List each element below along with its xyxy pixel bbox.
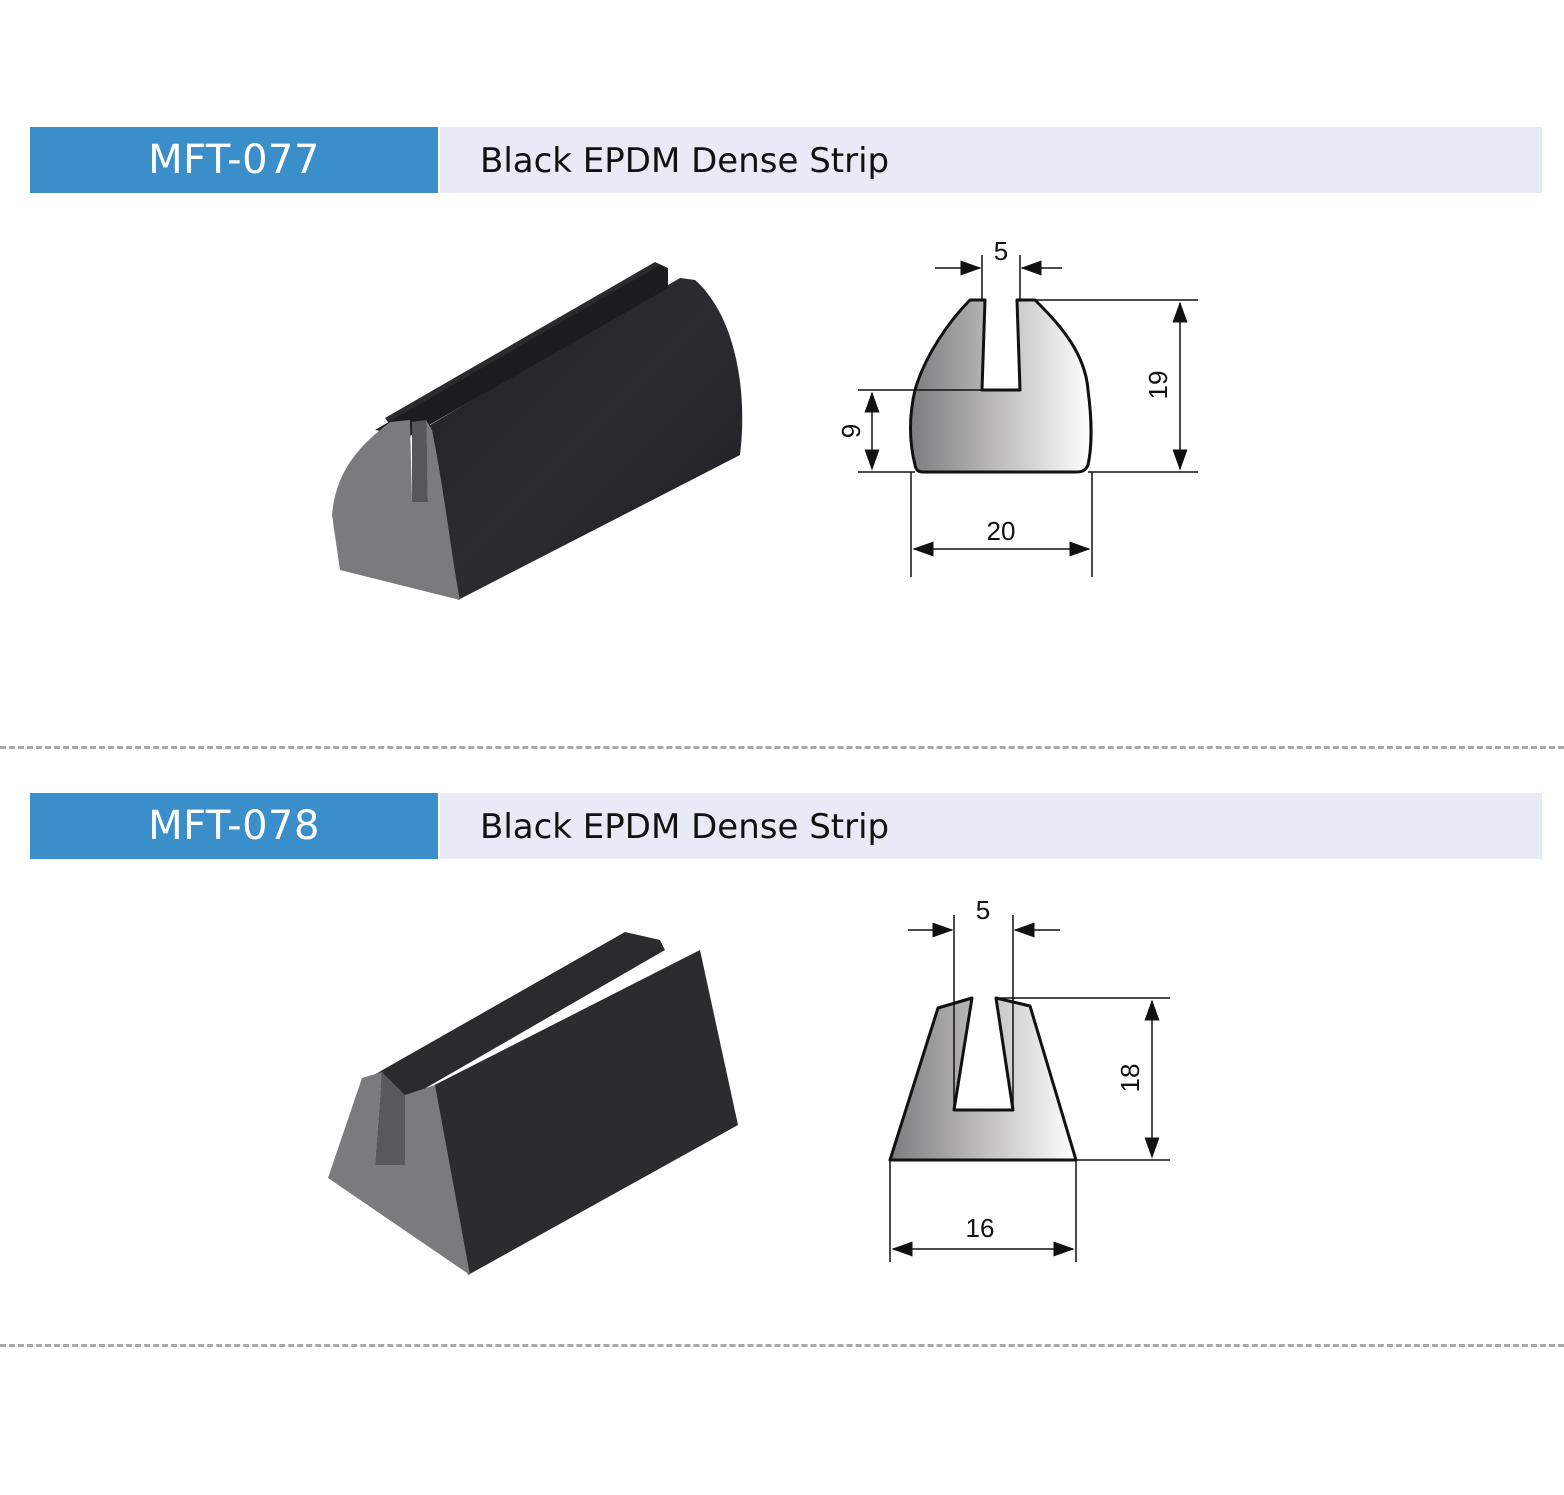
product-description-band: Black EPDM Dense Strip — [440, 127, 1542, 193]
dim-top-gap: 5 — [994, 236, 1008, 266]
product-name: Black EPDM Dense Strip — [480, 807, 890, 847]
dim-height: 18 — [1115, 1064, 1145, 1093]
dim-top-gap: 5 — [976, 895, 990, 925]
product-description-band: Black EPDM Dense Strip — [440, 793, 1542, 859]
dim-height: 19 — [1143, 371, 1173, 400]
technical-drawing-mft-078: 5 18 16 — [888, 895, 1170, 1262]
dim-width: 20 — [987, 516, 1016, 546]
dim-base-height: 9 — [836, 424, 866, 438]
section-divider — [0, 746, 1564, 749]
dim-width: 16 — [966, 1213, 995, 1243]
product-illustration-mft-078 — [328, 932, 738, 1275]
product-name: Black EPDM Dense Strip — [480, 141, 890, 181]
product-header-mft-077: MFT-077 Black EPDM Dense Strip — [30, 127, 1542, 193]
product-illustration-mft-077 — [332, 262, 743, 600]
technical-drawing-mft-077: 5 19 9 20 — [836, 236, 1198, 577]
product-code: MFT-077 — [30, 127, 438, 193]
section-divider — [0, 1344, 1564, 1347]
product-code: MFT-078 — [30, 793, 438, 859]
product-header-mft-078: MFT-078 Black EPDM Dense Strip — [30, 793, 1542, 859]
